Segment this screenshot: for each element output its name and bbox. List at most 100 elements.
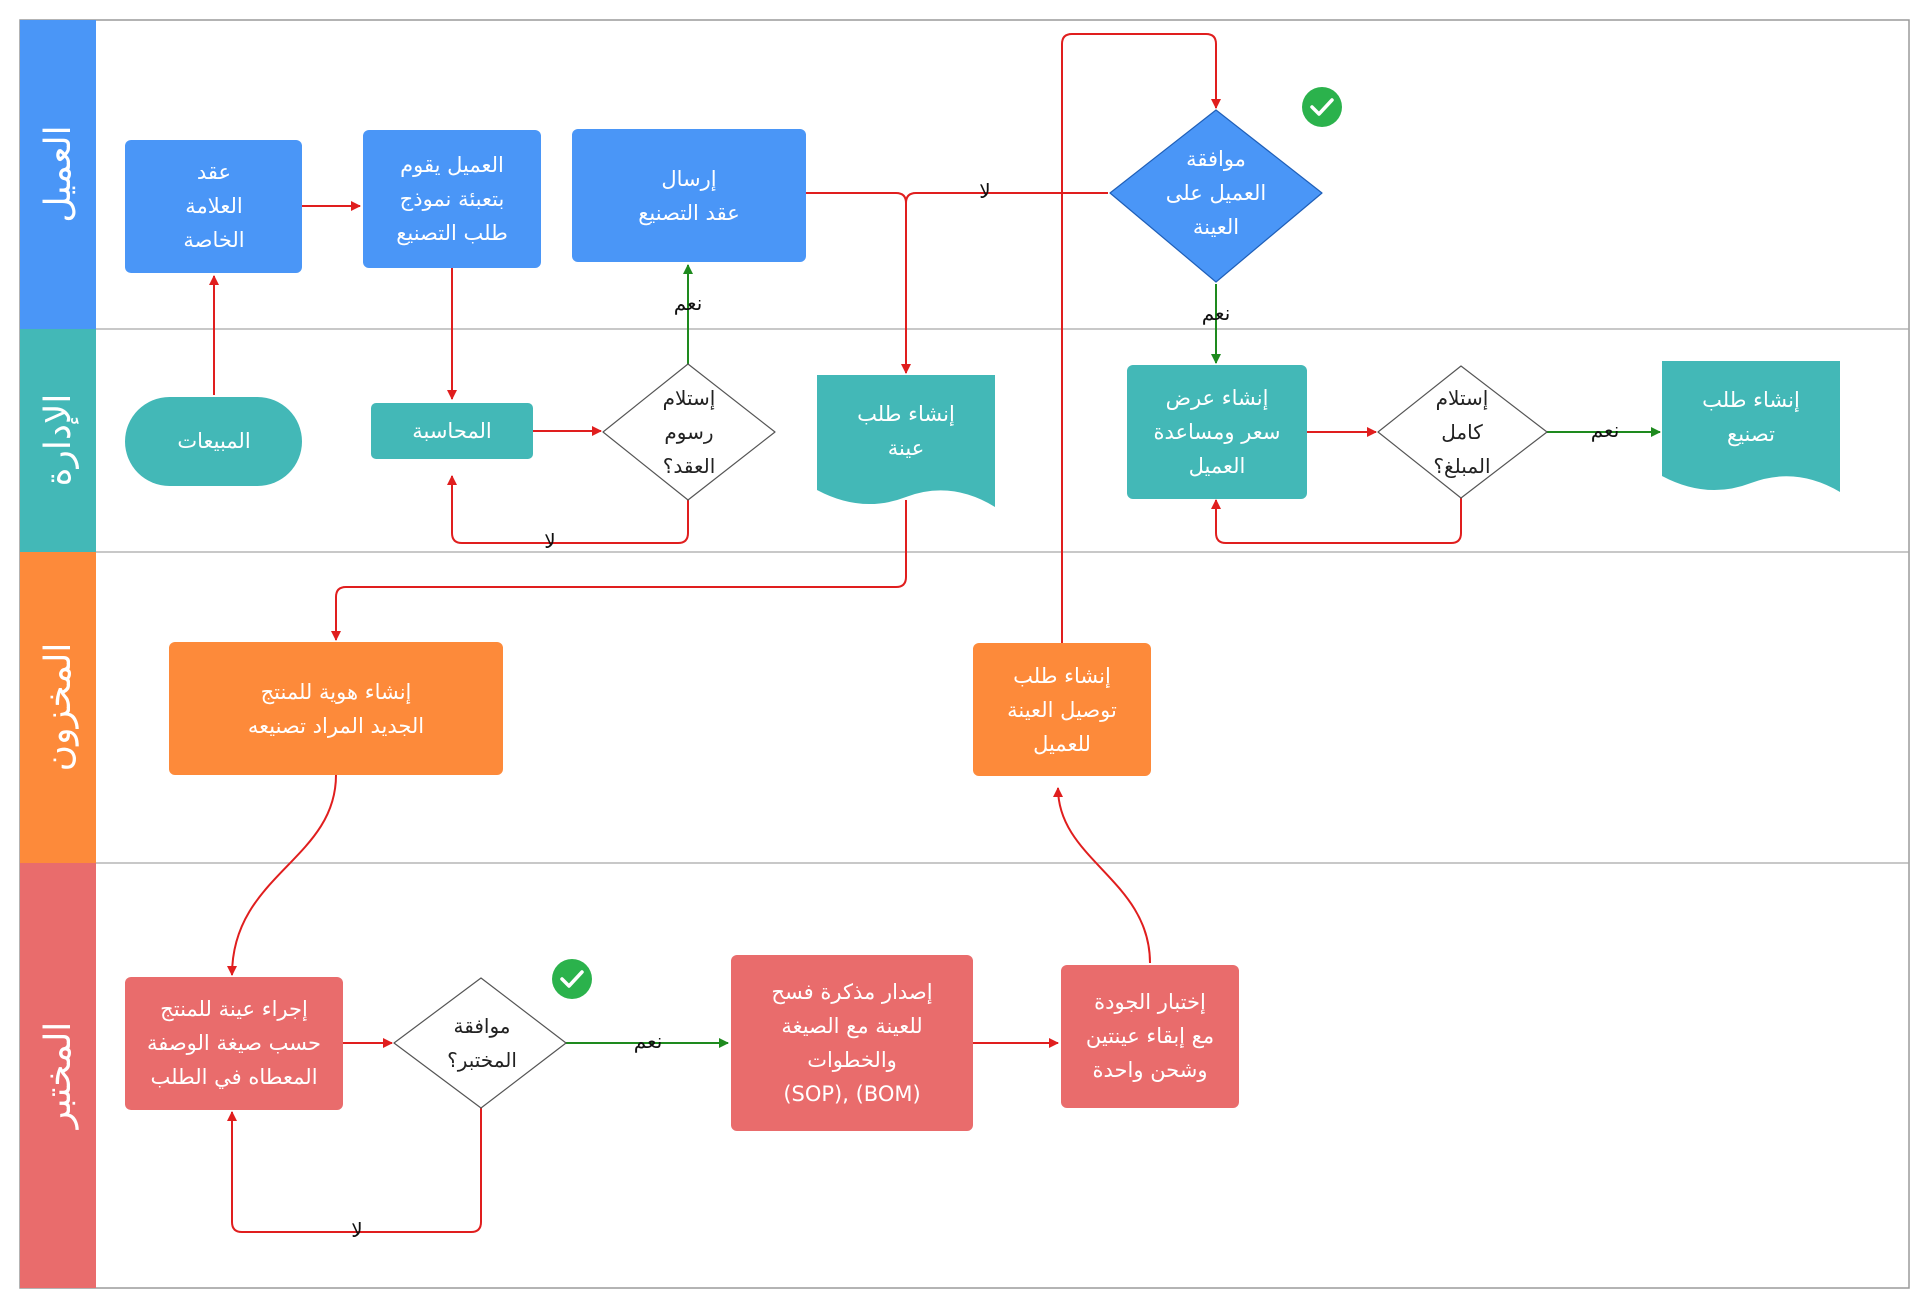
edge-labels: نعم لا لا نعم نعم نعم لا [351,179,1619,1242]
node-label-line: سعر ومساعدة [1153,420,1280,444]
node-label-line: إصدار مذكرة فسح [771,980,932,1005]
node-product-identity: إنشاء هوية للمنتج الجديد المراد تصنيعه [169,642,503,775]
connectors [209,33,1661,1233]
node-label-line: إنشاء طلب [1702,388,1800,413]
node-label-line: الجديد المراد تصنيعه [248,714,424,738]
svg-text:المختبر: المختبر [38,1022,79,1131]
check-badge-customer-icon [1302,87,1342,127]
node-label-line: عينة [888,436,924,460]
node-label-line: عقد التصنيع [638,201,739,225]
node-make-sample: إجراء عينة للمنتج حسب صيغة الوصفة المعطاه … [125,977,343,1110]
node-label-line: إجراء عينة للمنتج [160,997,308,1022]
node-label-line: وشحن واحدة [1093,1058,1208,1082]
node-label-line: والخطوات [807,1048,897,1072]
node-label-line: العقد؟ [663,454,716,478]
node-label-line: بتعبئة نموذج [400,187,505,212]
node-label-line: المختبر؟ [447,1048,517,1072]
lane-header-customer: العميل [20,20,96,329]
node-label-line: المبلغ؟ [1433,454,1490,478]
node-label-line: إختبار الجودة [1094,990,1206,1015]
edge-label-yes-full-amount: نعم [1591,418,1620,442]
edge-sample-request-to-product-identity [331,500,907,641]
edge-contract-fees-no-loop [447,475,689,544]
node-delivery-request: إنشاء طلب توصيل العينة للعميل [973,643,1151,776]
lane-separators [96,328,1909,864]
node-label-line: إستلام [663,386,716,411]
node-label-line: حسب صيغة الوصفة [147,1031,321,1055]
svg-text:الإدارة: الإدارة [38,394,79,487]
node-label-line: مع إبقاء عينتين [1086,1024,1214,1049]
edge-full-amount-no-loop [1211,498,1462,544]
node-label-line: المبيعات [177,429,250,453]
node-price-offer: إنشاء عرض سعر ومساعدة العميل [1127,365,1307,499]
node-label-line: العميل على [1166,181,1266,205]
node-label-line: إنشاء طلب [1013,664,1111,689]
edge-label-no-lab: لا [351,1218,362,1242]
node-customer-approval: موافقة العميل على العينة [1109,109,1323,283]
node-label-line: العميل يقوم [400,153,504,177]
node-label-line: إنشاء عرض [1166,386,1269,411]
node-accounting: المحاسبة [371,403,533,459]
svg-text:المخزون: المخزون [38,643,79,772]
edge-label-no-contract: لا [544,529,555,553]
node-sample-request: إنشاء طلب عينة [817,375,995,507]
node-label-line: (SOP), (BOM) [783,1082,920,1106]
node-manufacturing-request: إنشاء طلب تصنيع [1662,361,1840,492]
node-label-line: العينة [1193,215,1239,239]
lane-header-admin: الإدارة [20,329,96,552]
node-label-line: إنشاء هوية للمنتج [261,680,412,705]
edge-product-identity-to-make-sample [227,774,337,976]
node-label-line: عقد [197,160,231,184]
node-contract-fees: إستلام رسوم العقد؟ [602,363,776,501]
node-label-line: العميل [1189,454,1246,478]
edge-label-yes-lab: نعم [634,1029,663,1053]
lane-header-warehouse: المخزون [20,552,96,863]
node-label-line: موافقة [1186,147,1246,171]
node-label-line: موافقة [453,1014,510,1038]
svg-text:المحاسبة: المحاسبة [412,419,492,443]
edge-delivery-request-to-customer-approval [1061,33,1221,643]
node-lab-approval: موافقة المختبر؟ [393,977,567,1109]
edge-lab-approval-no-loop [227,1108,482,1233]
edge-label-yes-contract: نعم [674,291,703,315]
edge-customer-approval-no [905,192,1108,204]
node-label-line: رسوم [664,420,713,444]
node-label-line: إستلام [1436,386,1489,411]
svg-text:المبيعات: المبيعات [177,429,250,453]
node-label-line: إرسال [661,167,716,192]
edge-label-yes-customer: نعم [1202,301,1231,325]
node-label-line: المعطاه في الطلب [150,1065,317,1089]
node-label-line: للعميل [1033,732,1091,756]
node-label-line: توصيل العينة [1007,698,1117,722]
lane-header-lab: المختبر [20,863,96,1288]
node-label-line: للعينة مع الصيغة [781,1014,922,1038]
edge-label-no-customer: لا [979,179,990,203]
node-sales: المبيعات [125,397,302,486]
node-label-line: العلامة [185,194,242,218]
edge-quality-test-to-delivery-request [1053,787,1151,964]
node-release-memo: إصدار مذكرة فسح للعينة مع الصيغة والخطوات (… [731,955,973,1131]
svg-text:العميل: العميل [38,125,79,222]
node-label-line: تصنيع [1727,422,1775,446]
node-label-line: إنشاء طلب [857,402,955,427]
node-label-line: المحاسبة [412,419,492,443]
node-quality-test: إختبار الجودة مع إبقاء عينتين وشحن واحدة [1061,965,1239,1108]
